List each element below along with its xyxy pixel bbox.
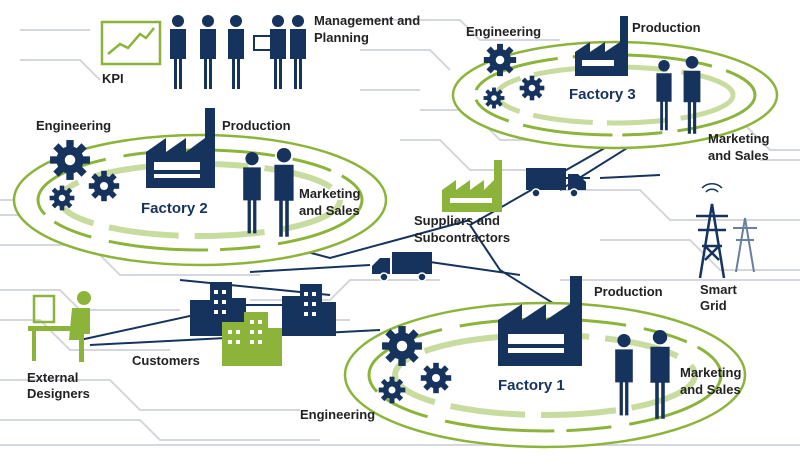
factory-2-marketing-line2: and Sales xyxy=(299,203,360,218)
factory-1-engineering-label: Engineering xyxy=(300,407,376,422)
circuit-background xyxy=(0,19,800,446)
factory-3-production-label: Production xyxy=(632,20,701,35)
factory-1-marketing-line2: and Sales xyxy=(680,382,741,397)
external-designer-icon xyxy=(28,291,91,362)
truck-top-icon xyxy=(525,167,587,198)
customers-label: Customers xyxy=(132,353,200,368)
factory-3-marketing-line1: Marketing xyxy=(708,131,770,146)
factory-2-production-label: Production xyxy=(222,118,291,133)
factory-1-name: Factory 1 xyxy=(498,377,565,394)
factory-1-zone xyxy=(343,301,747,449)
factory-2-name: Factory 2 xyxy=(141,200,208,217)
truck-middle-icon xyxy=(371,251,433,282)
factory-2-building-icon xyxy=(146,108,215,188)
suppliers-factory-icon xyxy=(442,160,502,212)
factory-2-engineering-label: Engineering xyxy=(36,118,112,133)
suppliers-label-line2: Subcontractors xyxy=(414,230,511,245)
factory-1-building-icon xyxy=(498,276,582,366)
kpi-chart-icon xyxy=(100,20,162,66)
customers-buildings-icon xyxy=(190,282,336,366)
management-label-line1: Management and xyxy=(314,13,421,28)
external-designers-line2: Designers xyxy=(27,386,90,401)
smart-grid-label-line2: Grid xyxy=(700,298,727,313)
smart-grid-label-line1: Smart xyxy=(700,282,737,297)
factory-3-name: Factory 3 xyxy=(569,86,636,103)
factory-1-production-label: Production xyxy=(594,284,663,299)
smart-grid-tower-icon xyxy=(696,183,728,279)
factory-1-marketing-line1: Marketing xyxy=(680,365,742,380)
suppliers-label-line1: Suppliers and xyxy=(414,213,500,228)
factory-3-marketing-line2: and Sales xyxy=(708,148,769,163)
factory-2-marketing-line1: Marketing xyxy=(299,186,361,201)
management-label-line2: Planning xyxy=(314,30,369,45)
management-people-icon xyxy=(170,15,306,89)
factory-3-engineering-label: Engineering xyxy=(466,24,542,39)
external-designers-line1: External xyxy=(27,370,79,385)
kpi-label: KPI xyxy=(102,71,124,86)
smart-grid-tower-small-icon xyxy=(733,217,757,273)
factory-3-building-icon xyxy=(575,16,628,76)
